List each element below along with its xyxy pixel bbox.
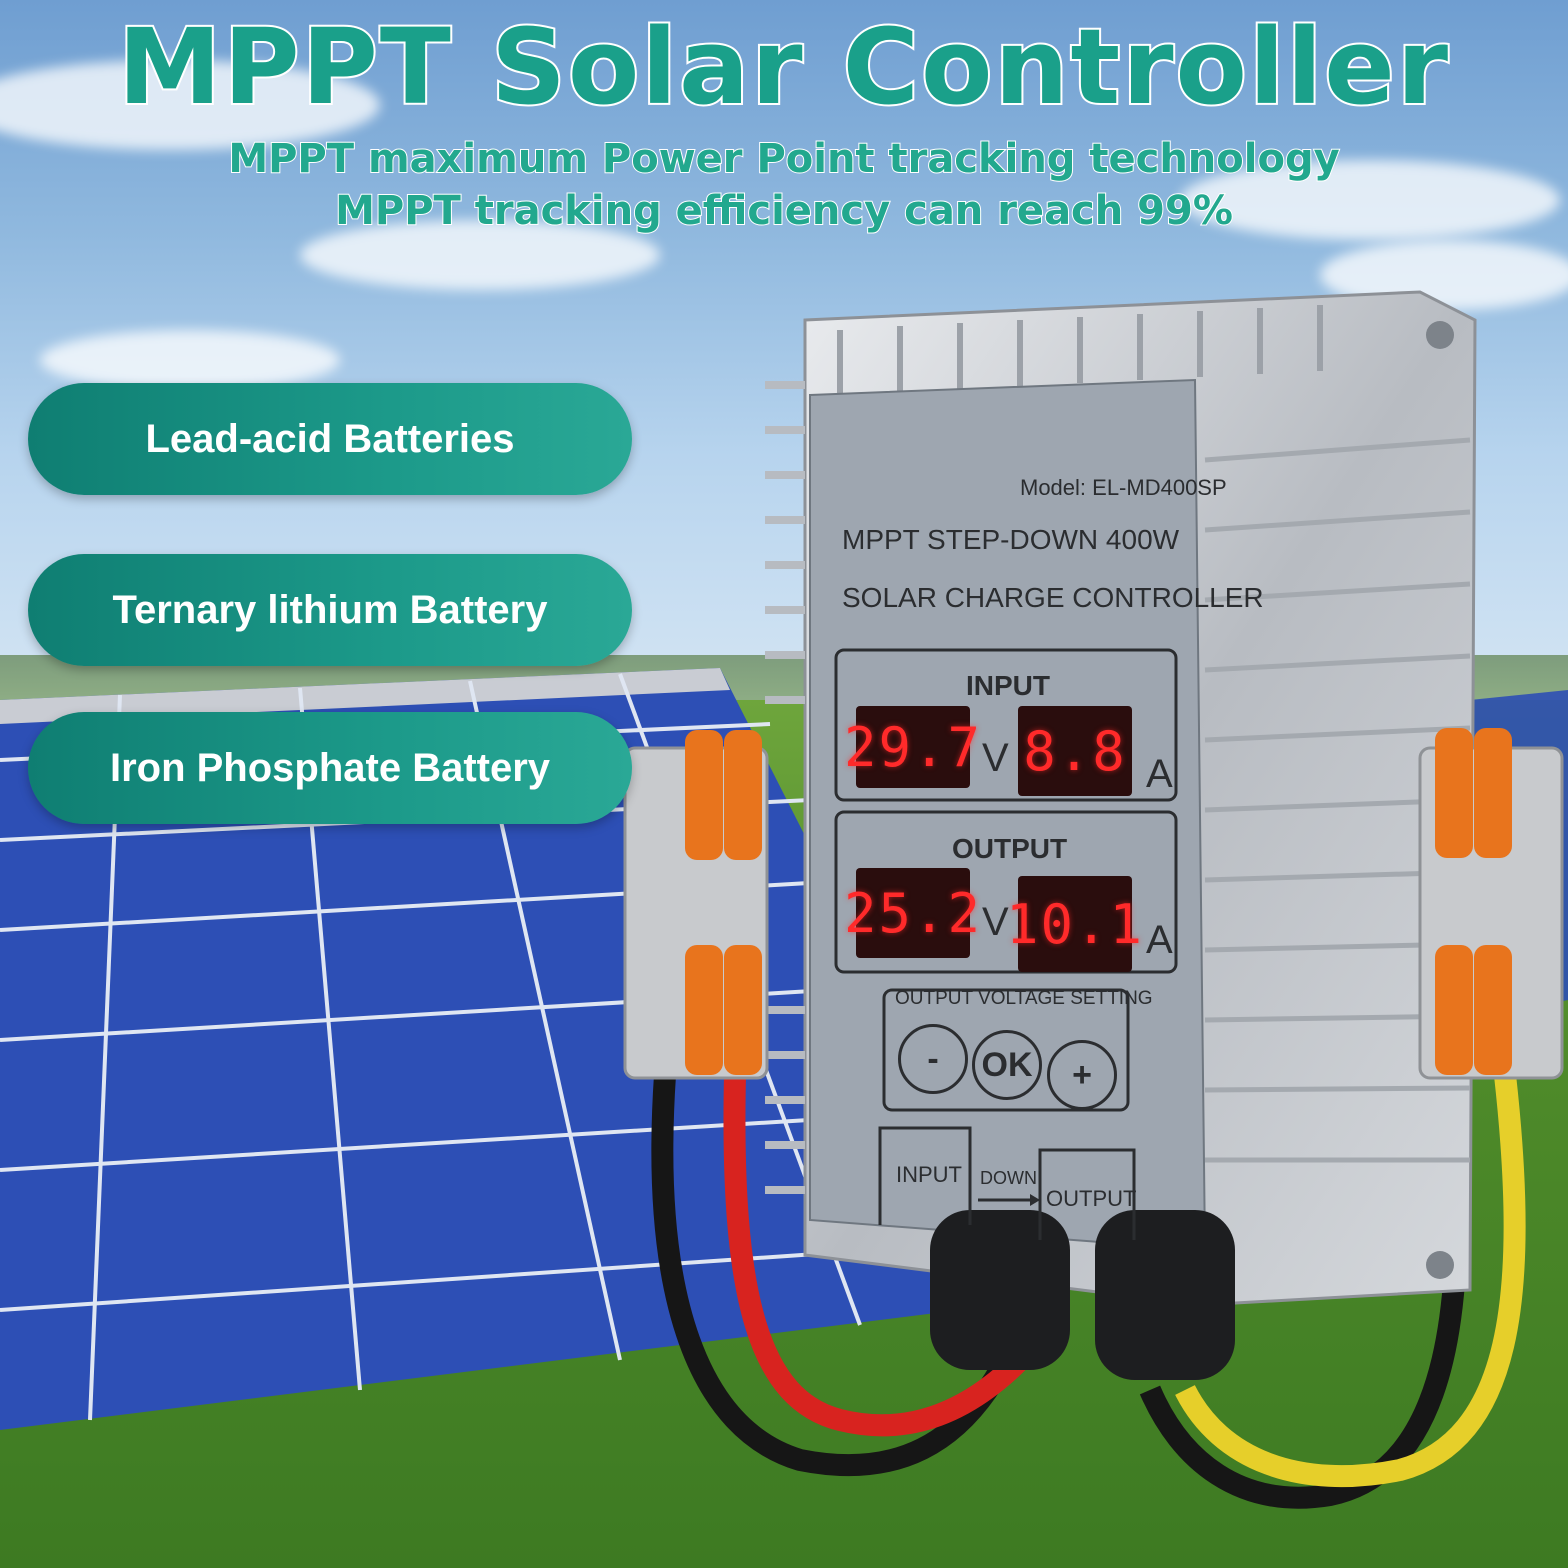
subtitle-line1: MPPT maximum Power Point tracking techno… <box>227 135 1340 183</box>
output-voltage-unit: V <box>982 900 1009 944</box>
model-label: Model: EL-MD400SP <box>1020 475 1227 500</box>
output-voltage-display: 25.2 <box>844 868 980 958</box>
page-title: MPPT Solar Controller <box>116 4 1451 130</box>
feature-iron-phosphate: Iron Phosphate Battery <box>28 712 632 824</box>
decrease-button[interactable]: - <box>898 1024 968 1094</box>
product-line1: MPPT STEP-DOWN 400W <box>842 524 1180 555</box>
cloud <box>0 60 380 150</box>
increase-button[interactable]: + <box>1047 1040 1117 1110</box>
feature-ternary-lithium: Ternary lithium Battery <box>28 554 632 666</box>
cloud <box>40 330 340 390</box>
output-section-label: OUTPUT <box>952 833 1068 864</box>
subtitle-line2: MPPT tracking efficiency can reach 99% <box>334 187 1234 235</box>
product-line2: SOLAR CHARGE CONTROLLER <box>842 582 1264 613</box>
voltage-setting-label: OUTPUT VOLTAGE SETTING <box>895 988 1153 1009</box>
cloud <box>1180 160 1560 240</box>
input-voltage-unit: V <box>982 736 1009 780</box>
cloud <box>300 220 660 290</box>
input-current-display: 8.8 <box>1018 706 1132 796</box>
output-port-label: OUTPUT <box>1046 1186 1137 1211</box>
input-current-unit: A <box>1146 752 1173 796</box>
down-arrow-label: DOWN <box>980 1168 1037 1188</box>
output-current-display: 10.1 <box>1006 876 1142 972</box>
input-voltage-display: 29.7 <box>844 706 980 788</box>
ok-button[interactable]: OK <box>972 1030 1042 1100</box>
output-current-unit: A <box>1146 918 1173 962</box>
input-port-label: INPUT <box>896 1162 962 1187</box>
feature-lead-acid: Lead-acid Batteries <box>28 383 632 495</box>
input-section-label: INPUT <box>966 670 1050 701</box>
